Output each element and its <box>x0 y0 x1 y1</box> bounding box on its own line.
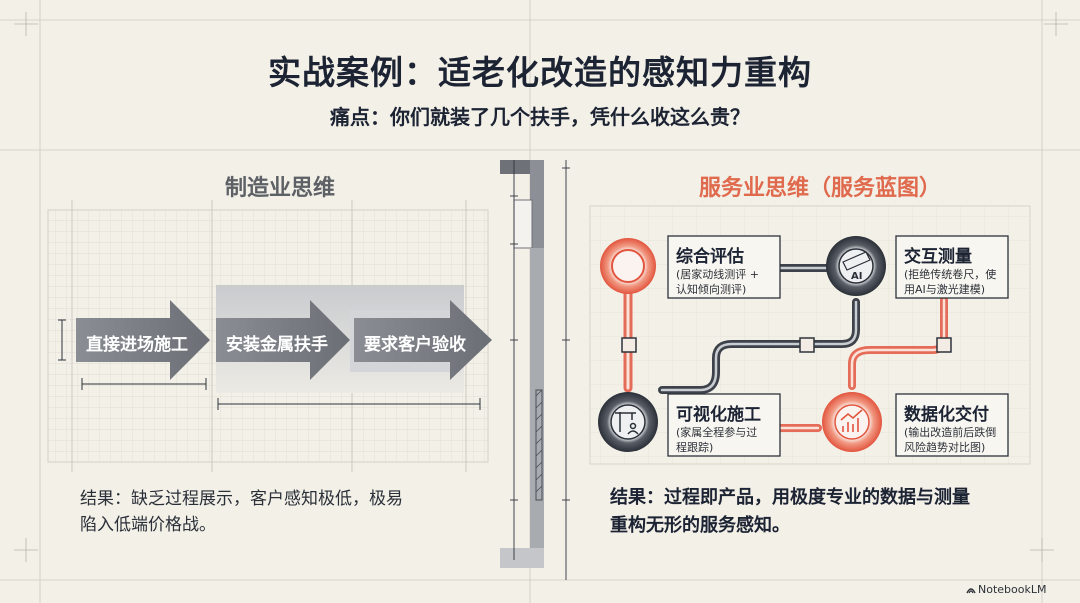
node-box-3 <box>667 393 781 457</box>
node-desc: 程跟踪) <box>676 441 714 454</box>
node-title: 交互测量 <box>904 247 972 267</box>
center-wall-section <box>500 160 570 580</box>
step-label: 直接进场施工 <box>86 335 188 355</box>
node-box-4 <box>895 393 1009 457</box>
node-desc: (家属全程参与过 <box>676 426 758 439</box>
result-line: 结果：过程即产品，用极度专业的数据与测量 <box>610 487 970 508</box>
connector-joint <box>936 337 952 353</box>
page-title: 实战案例：适老化改造的感知力重构 <box>268 53 812 92</box>
node-desc: (输出改造前后跌倒 <box>904 426 997 439</box>
notebooklm-logo-icon <box>966 588 976 594</box>
ai-ruler-icon: AI <box>826 236 886 296</box>
node-text: 综合评估 (居家动线测评 + 认知倾向测评) <box>676 242 759 297</box>
step-label: 安装金属扶手 <box>226 335 328 355</box>
step-arrow-1 <box>76 300 210 380</box>
result-line: 陷入低端价格战。 <box>80 515 216 535</box>
node-text: 可视化施工 (家属全程参与过 程跟踪) <box>676 400 761 455</box>
node-text: 数据化交付 (输出改造前后跌倒 风险趋势对比图) <box>904 400 996 455</box>
node-desc: 风险趋势对比图) <box>904 441 986 454</box>
dimension-lines-left <box>58 319 481 410</box>
construction-crane-icon <box>598 392 658 452</box>
connector-joint <box>799 337 815 353</box>
connector-joint <box>621 337 637 353</box>
node-desc: (居家动线测评 + <box>676 268 760 281</box>
node-desc: 认知倾向测评) <box>676 283 747 296</box>
right-result: 结果：过程即产品，用极度专业的数据与测量 重构无形的服务感知。 <box>610 484 970 540</box>
trend-chart-icon <box>822 392 882 452</box>
step-label: 要求客户验收 <box>364 335 466 355</box>
page-subtitle: 痛点：你们就装了几个扶手，凭什么收这么贵？ <box>330 105 750 129</box>
step-arrow-2 <box>216 300 350 380</box>
node-title: 综合评估 <box>676 247 744 267</box>
svg-text:AI: AI <box>851 271 862 282</box>
corner-crosshairs <box>14 12 1068 562</box>
watermark: NotebookLM <box>978 583 1047 596</box>
left-result: 结果：缺乏过程展示，客户感知极低，极易 陷入低端价格战。 <box>80 486 403 538</box>
right-panel-title: 服务业思维（服务蓝图） <box>698 176 941 201</box>
result-line: 重构无形的服务感知。 <box>610 515 790 536</box>
left-panel-title: 制造业思维 <box>224 176 335 201</box>
node-title: 数据化交付 <box>904 405 989 425</box>
result-line: 结果：缺乏过程展示，客户感知极低，极易 <box>80 489 403 509</box>
empty-ring-icon <box>600 238 656 294</box>
node-box-1 <box>667 235 781 299</box>
node-title: 可视化施工 <box>676 405 761 425</box>
node-desc: 用AI与激光建模) <box>904 283 986 296</box>
node-desc: (拒绝传统卷尺，使 <box>904 268 997 281</box>
node-box-2 <box>895 235 1009 299</box>
node-text: 交互测量 (拒绝传统卷尺，使 用AI与激光建模) <box>904 242 996 297</box>
step-arrow-3 <box>354 300 492 380</box>
